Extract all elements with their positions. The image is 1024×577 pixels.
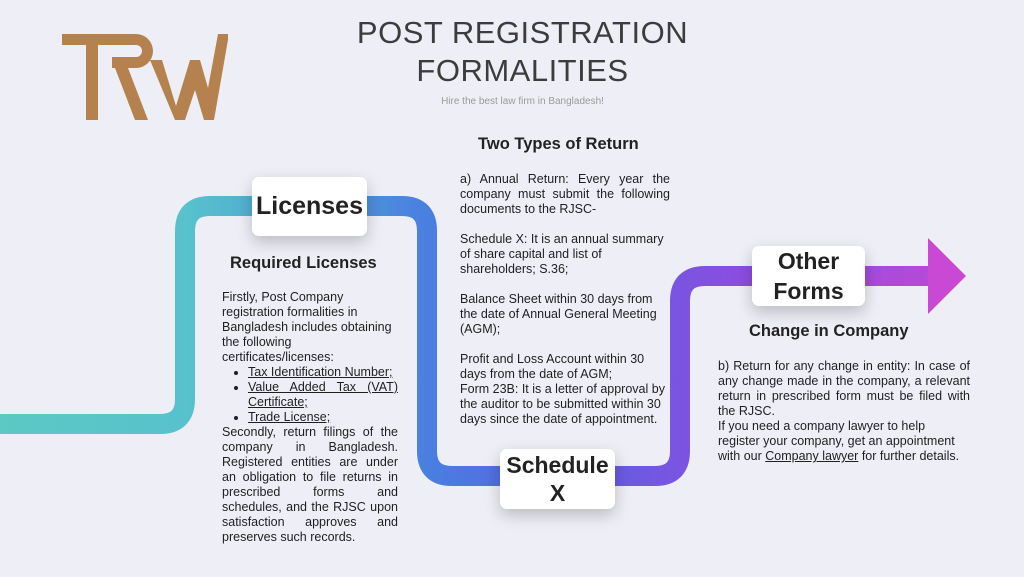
- trv-logo: [62, 34, 228, 120]
- returns-balance-sheet: Balance Sheet within 30 days from the da…: [460, 292, 657, 336]
- schedule-x-line-2: X: [549, 480, 566, 506]
- change-in-company-heading: Change in Company: [749, 322, 909, 340]
- list-item: Tax Identification Number;: [248, 365, 398, 380]
- other-forms-line-2: Forms: [773, 278, 844, 304]
- other-forms-card: Other Forms: [752, 246, 865, 306]
- list-item: Value Added Tax (VAT) Certificate;: [248, 380, 398, 410]
- change-text: b) Return for any change in entity: In c…: [718, 359, 970, 464]
- lawyer-cta: If you need a company lawyer to help reg…: [718, 419, 970, 464]
- licenses-text: Firstly, Post Company registration forma…: [222, 290, 398, 545]
- licenses-card: Licenses: [252, 177, 367, 236]
- schedule-x-line-1: Schedule: [506, 452, 609, 478]
- returns-schedule-x: Schedule X: It is an annual summary of s…: [460, 232, 664, 276]
- returns-text: a) Annual Return: Every year the company…: [460, 172, 670, 427]
- page-title: POST REGISTRATION FORMALITIES: [330, 14, 715, 90]
- cta-prefix: If you need a company lawyer to help reg…: [718, 419, 955, 463]
- licenses-outro: Secondly, return filings of the company …: [222, 425, 398, 544]
- company-lawyer-link[interactable]: Company lawyer: [765, 449, 859, 463]
- returns-form-23b: Form 23B: It is a letter of approval by …: [460, 382, 665, 426]
- title-line-1: POST REGISTRATION: [356, 15, 689, 50]
- schedule-x-card: Schedule X: [500, 449, 615, 509]
- other-forms-line-1: Other: [777, 248, 840, 274]
- licenses-list: Tax Identification Number; Value Added T…: [222, 365, 398, 425]
- title-line-2: FORMALITIES: [416, 53, 629, 88]
- cta-suffix: for further details.: [858, 449, 960, 463]
- list-item: Trade License;: [248, 410, 398, 425]
- returns-profit-loss: Profit and Loss Account within 30 days f…: [460, 352, 645, 381]
- two-types-heading: Two Types of Return: [478, 135, 639, 153]
- tagline: Hire the best law firm in Bangladesh!: [441, 96, 604, 107]
- licenses-intro: Firstly, Post Company registration forma…: [222, 290, 392, 364]
- change-return-text: b) Return for any change in entity: In c…: [718, 359, 970, 418]
- required-licenses-heading: Required Licenses: [230, 254, 377, 272]
- arrow-head: [928, 238, 966, 314]
- returns-annual: a) Annual Return: Every year the company…: [460, 172, 670, 216]
- licenses-card-label: Licenses: [255, 192, 363, 220]
